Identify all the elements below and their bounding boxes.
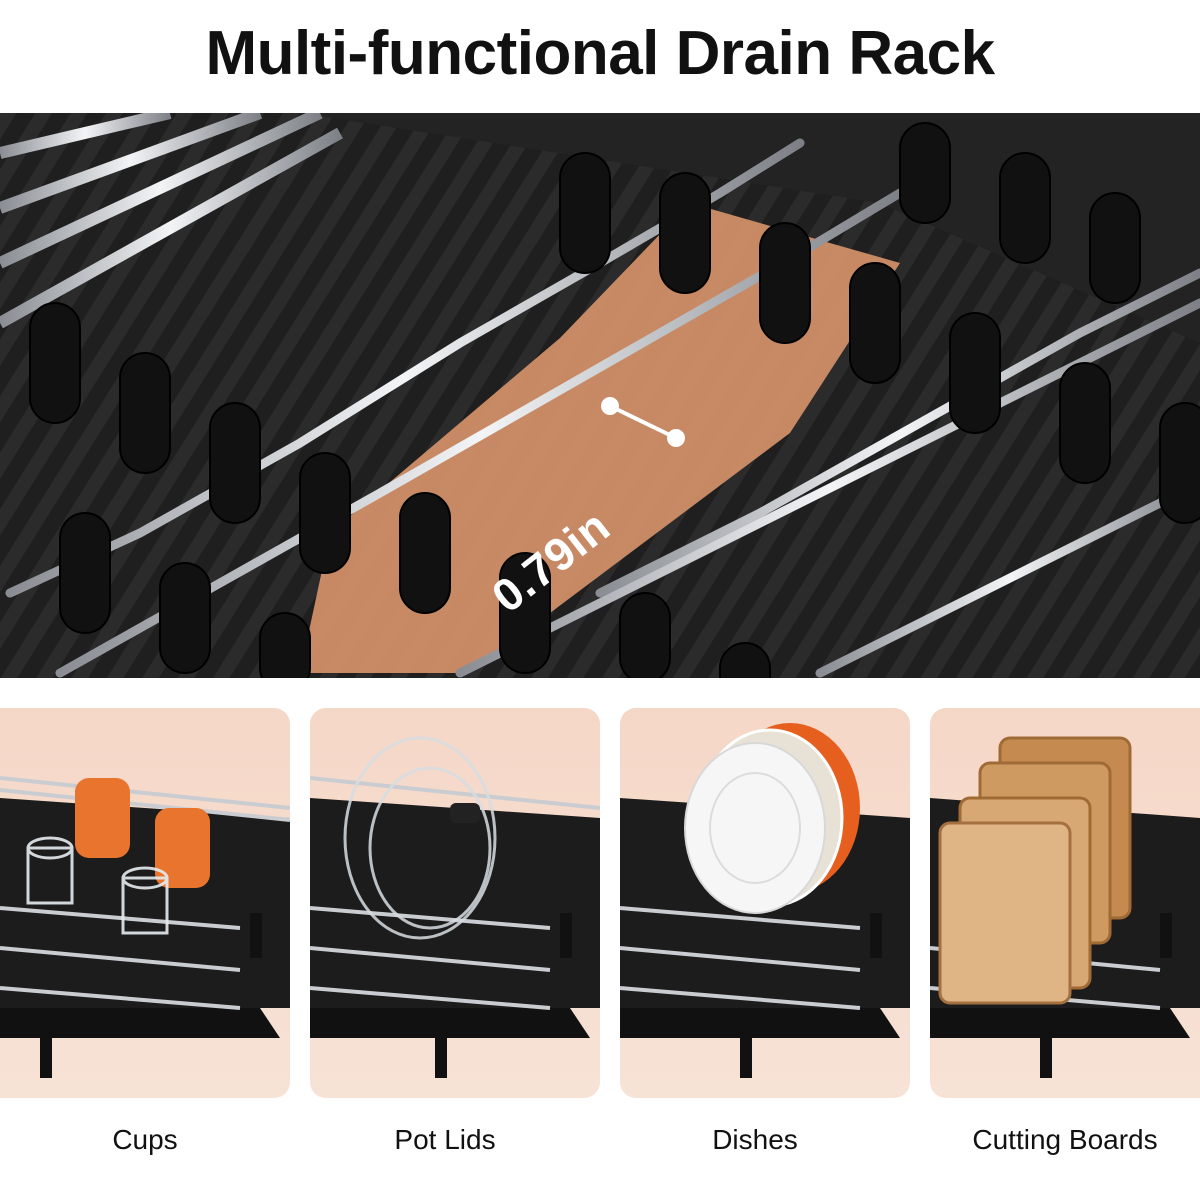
page-title: Multi-functional Drain Rack	[205, 19, 995, 88]
hero-closeup-image: 0.79in	[0, 113, 1200, 678]
panel-dishes	[620, 708, 910, 1098]
panel-cups	[0, 708, 290, 1098]
rack-with-cutting-boards-illustration	[930, 736, 1200, 1078]
rack-with-dishes-illustration	[620, 723, 910, 1078]
caption-pot-lids: Pot Lids	[394, 1124, 496, 1155]
panel-pot-lids	[310, 708, 600, 1098]
rack-with-pot-lids-illustration	[310, 736, 600, 1078]
rack-closeup-illustration	[0, 113, 1200, 678]
caption-cups: Cups	[112, 1124, 178, 1155]
panel-cutting-boards	[930, 708, 1200, 1098]
rack-with-cups-illustration	[0, 776, 290, 1078]
caption-dishes: Dishes	[712, 1124, 798, 1155]
caption-cutting-boards: Cutting Boards	[972, 1124, 1158, 1155]
